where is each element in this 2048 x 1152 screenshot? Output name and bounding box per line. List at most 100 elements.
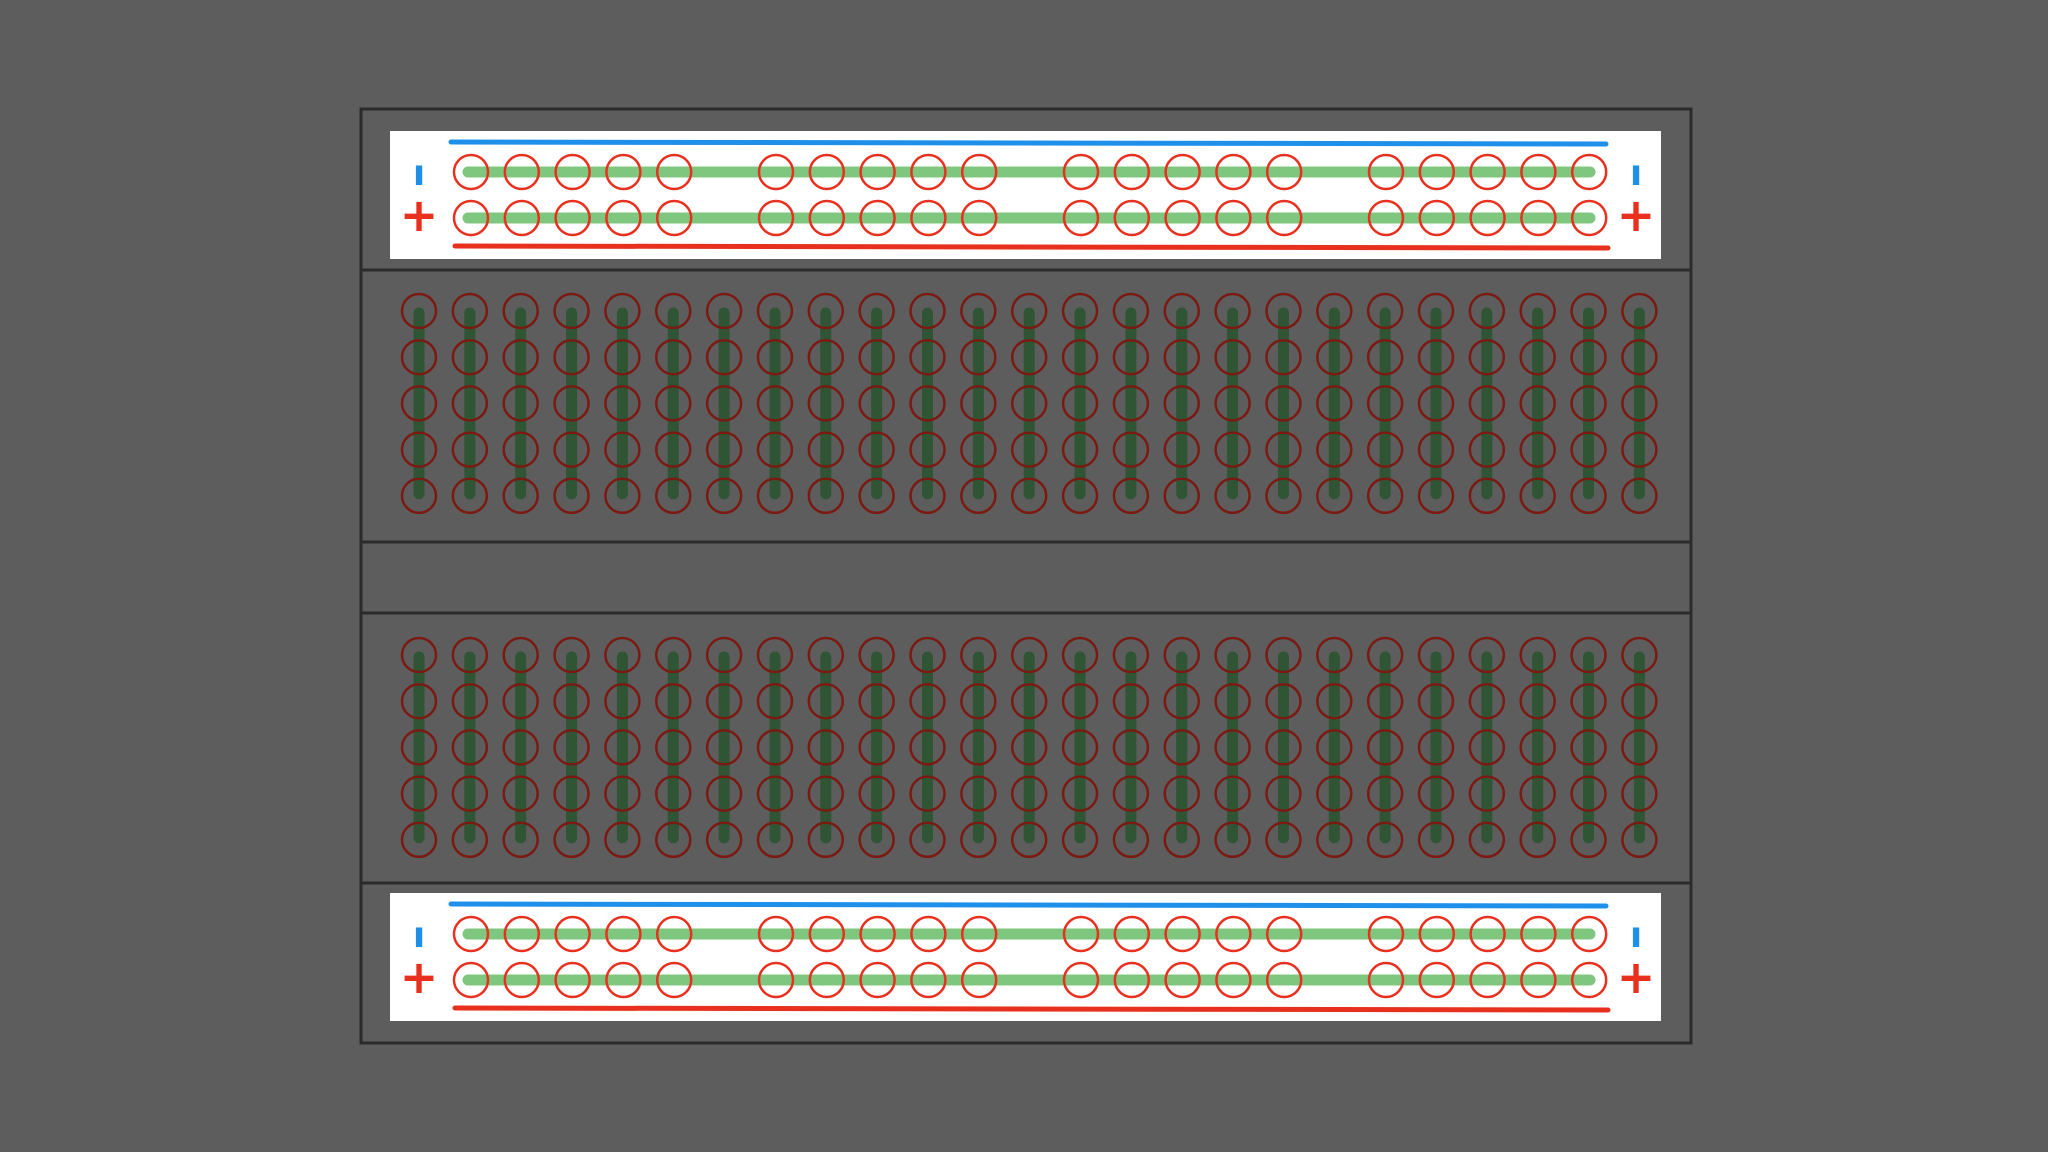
terminal-hole bbox=[1265, 431, 1302, 468]
terminal-hole bbox=[1316, 775, 1353, 812]
minus-sign-label: ı bbox=[413, 915, 425, 956]
rail-hole bbox=[1367, 153, 1405, 191]
rail-panel bbox=[390, 893, 1661, 1021]
terminal-hole bbox=[1417, 729, 1455, 766]
terminal-hole bbox=[1417, 477, 1455, 515]
terminal-hole bbox=[553, 385, 590, 422]
terminal-hole bbox=[400, 636, 438, 674]
terminal-hole bbox=[1570, 338, 1607, 376]
rail-hole bbox=[1367, 199, 1405, 237]
terminal-hole bbox=[1010, 821, 1048, 859]
terminal-hole bbox=[604, 636, 641, 674]
terminal-hole bbox=[400, 385, 438, 422]
terminal-hole bbox=[400, 729, 438, 766]
terminal-hole bbox=[756, 636, 794, 674]
terminal-hole bbox=[1061, 729, 1099, 766]
terminal-hole bbox=[604, 821, 641, 859]
terminal-hole bbox=[1468, 729, 1506, 766]
terminal-hole bbox=[553, 729, 590, 766]
terminal-hole bbox=[1061, 636, 1099, 674]
terminal-hole bbox=[553, 338, 590, 376]
terminal-hole bbox=[1112, 385, 1150, 422]
terminal-hole bbox=[1366, 338, 1404, 376]
terminal-hole bbox=[502, 821, 539, 859]
terminal-hole bbox=[553, 682, 590, 720]
terminal-hole bbox=[1468, 385, 1506, 422]
minus-sign-label: ı bbox=[1630, 915, 1642, 956]
terminal-hole bbox=[1570, 292, 1607, 330]
terminal-hole bbox=[400, 682, 438, 720]
rail-hole bbox=[1164, 153, 1201, 191]
terminal-hole bbox=[1519, 431, 1556, 468]
rail-hole bbox=[859, 153, 896, 191]
terminal-hole bbox=[705, 385, 743, 422]
terminal-hole bbox=[1010, 338, 1048, 376]
terminal-hole bbox=[1214, 477, 1251, 515]
rail-hole bbox=[605, 199, 642, 237]
terminal-hole bbox=[1112, 636, 1150, 674]
terminal-hole bbox=[1621, 775, 1658, 812]
terminal-hole bbox=[604, 477, 641, 515]
rail-hole bbox=[1520, 961, 1557, 999]
terminal-hole bbox=[705, 431, 743, 468]
terminal-hole bbox=[1214, 636, 1251, 674]
terminal-hole bbox=[1316, 821, 1353, 859]
terminal-hole bbox=[451, 431, 489, 468]
rail-hole bbox=[554, 915, 591, 953]
terminal-hole bbox=[451, 682, 489, 720]
terminal-hole bbox=[756, 775, 794, 812]
terminal-hole bbox=[1265, 385, 1302, 422]
plus-sign-label: + bbox=[1617, 950, 1656, 1004]
terminal-hole bbox=[960, 338, 997, 376]
terminal-hole bbox=[858, 775, 895, 812]
terminal-hole bbox=[1366, 636, 1404, 674]
terminal-hole bbox=[705, 682, 743, 720]
terminal-hole bbox=[705, 821, 743, 859]
terminal-hole bbox=[858, 385, 895, 422]
rail-hole bbox=[1520, 153, 1557, 191]
terminal-hole bbox=[909, 477, 946, 515]
rail-hole bbox=[960, 915, 998, 953]
rail-hole bbox=[1062, 915, 1100, 953]
terminal-hole bbox=[1112, 821, 1150, 859]
terminal-hole bbox=[1061, 292, 1099, 330]
terminal-hole bbox=[858, 431, 895, 468]
terminal-hole bbox=[1316, 729, 1353, 766]
terminal-hole bbox=[655, 477, 692, 515]
terminal-hole bbox=[451, 385, 489, 422]
rail-hole bbox=[1520, 915, 1557, 953]
terminal-hole bbox=[960, 385, 997, 422]
terminal-hole bbox=[1010, 477, 1048, 515]
rail-hole bbox=[859, 915, 896, 953]
terminal-hole bbox=[1163, 385, 1200, 422]
rail-hole bbox=[1570, 153, 1608, 191]
terminal-hole bbox=[1417, 385, 1455, 422]
terminal-hole bbox=[604, 431, 641, 468]
rail-hole bbox=[1570, 915, 1608, 953]
terminal-hole bbox=[553, 775, 590, 812]
terminal-hole bbox=[1621, 385, 1658, 422]
terminal-hole bbox=[909, 385, 946, 422]
terminal-hole bbox=[1010, 636, 1048, 674]
terminal-hole bbox=[1214, 338, 1251, 376]
rail-hole bbox=[1164, 199, 1201, 237]
terminal-hole bbox=[705, 338, 743, 376]
rail-hole bbox=[1469, 961, 1506, 999]
negative-rail-line bbox=[448, 901, 1609, 909]
rail-hole bbox=[757, 199, 795, 237]
terminal-hole bbox=[1519, 338, 1556, 376]
terminal-hole bbox=[1621, 477, 1658, 515]
terminal-hole bbox=[1112, 729, 1150, 766]
terminal-hole bbox=[756, 477, 794, 515]
terminal-hole bbox=[858, 636, 895, 674]
terminal-hole bbox=[1519, 292, 1556, 330]
terminal-hole bbox=[1112, 292, 1150, 330]
rail-hole bbox=[1469, 915, 1506, 953]
terminal-hole bbox=[909, 729, 946, 766]
rail-hole bbox=[503, 915, 541, 953]
terminal-hole bbox=[1570, 729, 1607, 766]
rail-hole bbox=[808, 961, 846, 999]
rail-panel bbox=[390, 131, 1661, 259]
rail-hole bbox=[1215, 199, 1252, 237]
